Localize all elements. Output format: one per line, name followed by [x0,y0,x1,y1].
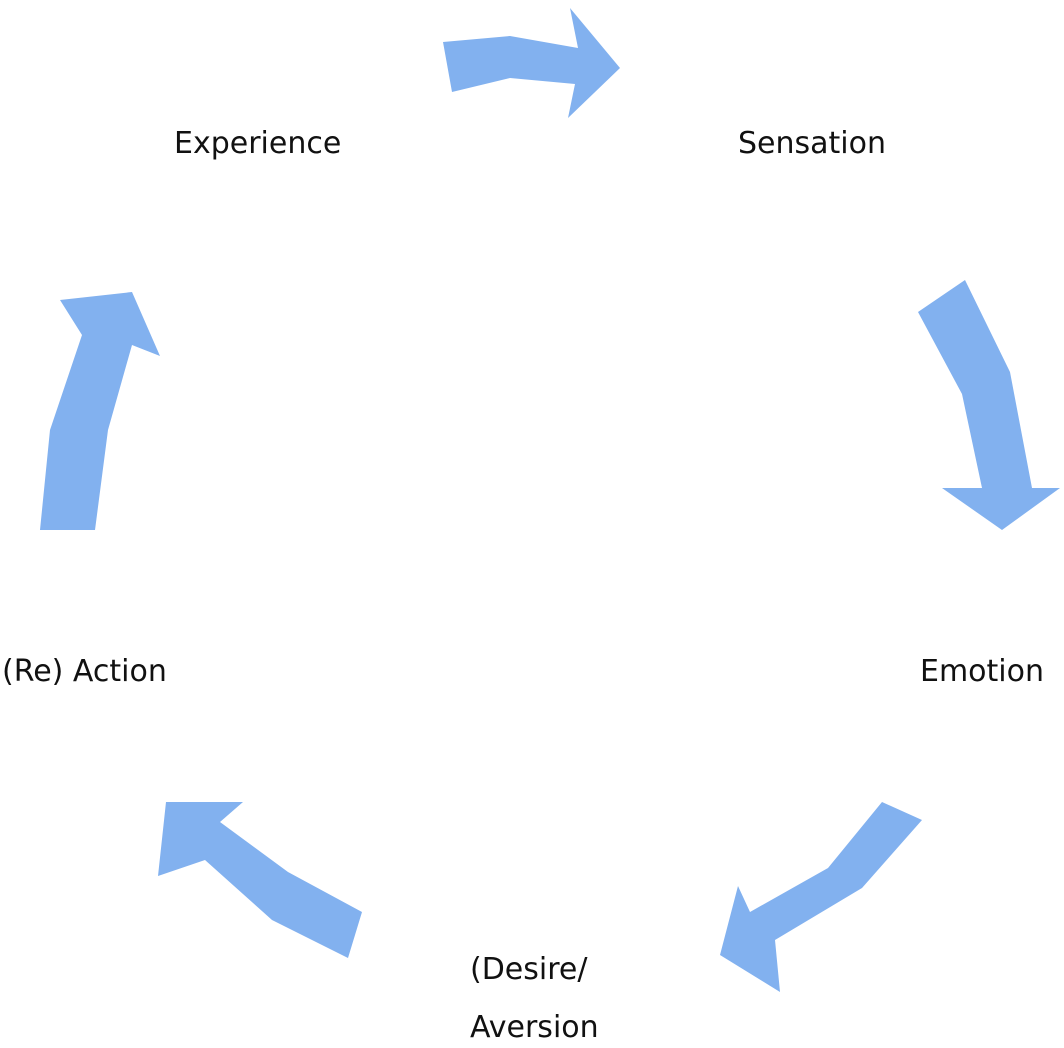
node-desire-line-2: Aversion [470,1010,599,1045]
arrow-desire-to-action [158,802,362,958]
node-desire-line-1: (Desire/ [470,952,588,987]
node-action: (Re) Action [2,654,167,689]
arrow-sensation-to-emotion [918,280,1060,530]
arrow-experience-to-sensation [443,8,620,118]
node-sensation: Sensation [738,126,886,161]
arrow-emotion-to-desire [720,802,922,992]
node-emotion: Emotion [920,654,1044,689]
node-experience: Experience [174,126,342,161]
arrow-action-to-experience [40,292,160,530]
